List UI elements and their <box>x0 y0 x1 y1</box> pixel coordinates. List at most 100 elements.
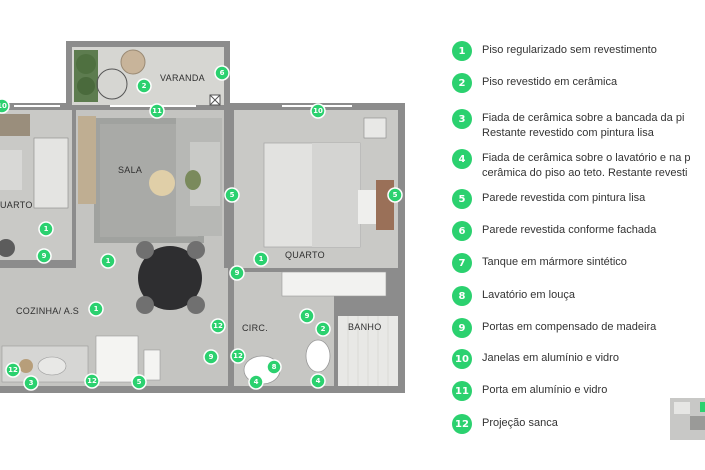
marker-lav-8: 8 <box>266 359 282 375</box>
marker-lav-4: 4 <box>248 374 264 390</box>
label-circ: CIRC. <box>242 323 268 333</box>
svg-text:4: 4 <box>254 378 259 386</box>
svg-text:1: 1 <box>259 255 264 263</box>
legend-item: 4 Fiada de cerâmica sobre o lavatório e n… <box>452 149 691 181</box>
legend-text: Fiada de cerâmica sobre o lavatório e na… <box>482 151 691 181</box>
svg-text:10: 10 <box>313 107 323 115</box>
legend-text-line: Restante revestido com pintura lisa <box>482 127 654 139</box>
legend-text-line: Tanque em mármore sintético <box>482 256 627 268</box>
marker-cozinha-12b: 12 <box>84 373 100 389</box>
label-quarto-left: UARTO <box>0 200 33 210</box>
label-sala: SALA <box>118 165 142 175</box>
marker-sala-5: 5 <box>224 187 240 203</box>
marker-banho-2: 2 <box>315 321 331 337</box>
legend-number-badge: 1 <box>452 41 472 61</box>
legend-text-line: Piso regularizado sem revestimento <box>482 44 657 56</box>
marker-quarto-left-9: 9 <box>36 248 52 264</box>
legend-number-badge: 11 <box>452 381 472 401</box>
legend-item: 11 Porta em alumínio e vidro <box>452 381 607 401</box>
svg-text:6: 6 <box>220 69 225 77</box>
svg-text:12: 12 <box>213 322 223 330</box>
svg-text:5: 5 <box>137 378 142 386</box>
label-quarto: QUARTO <box>285 250 325 260</box>
svg-text:5: 5 <box>393 191 398 199</box>
legend-number-badge: 10 <box>452 349 472 369</box>
legend-text: Janelas em alumínio e vidro <box>482 351 619 366</box>
marker-door-11: 11 <box>149 103 165 119</box>
legend-number-badge: 5 <box>452 189 472 209</box>
legend-text-line: Piso revestido em cerâmica <box>482 76 618 88</box>
legend-number-badge: 12 <box>452 414 472 434</box>
quarto-furniture <box>263 117 394 297</box>
legend-number-badge: 4 <box>452 149 472 169</box>
legend-text: Piso revestido em cerâmica <box>482 75 617 90</box>
marker-varanda-6: 6 <box>214 65 230 81</box>
svg-text:5: 5 <box>230 191 235 199</box>
svg-text:1: 1 <box>94 305 99 313</box>
legend-item: 7 Tanque em mármore sintético <box>452 253 627 273</box>
svg-text:1: 1 <box>44 225 49 233</box>
legend-item: 9 Portas em compensado de madeira <box>452 318 656 338</box>
label-varanda: VARANDA <box>160 73 205 83</box>
legend-number-badge: 7 <box>452 253 472 273</box>
svg-text:12: 12 <box>8 366 18 374</box>
marker-window-10: 10 <box>310 103 326 119</box>
label-cozinha: COZINHA/ A.S <box>16 306 79 316</box>
quarto-left-furniture <box>0 114 69 257</box>
svg-text:12: 12 <box>233 352 243 360</box>
svg-text:8: 8 <box>272 363 277 371</box>
legend-item: 3 Fiada de cerâmica sobre a bancada da pi… <box>452 109 684 141</box>
legend-item: 12 Projeção sanca <box>452 414 558 434</box>
legend-text: Piso regularizado sem revestimento <box>482 43 657 58</box>
svg-text:4: 4 <box>316 377 321 385</box>
svg-text:1: 1 <box>106 257 111 265</box>
legend-text: Parede revestida conforme fachada <box>482 223 656 238</box>
svg-text:9: 9 <box>235 269 240 277</box>
marker-cozinha-3: 3 <box>23 375 39 391</box>
marker-sala-9: 9 <box>229 265 245 281</box>
legend-text: Projeção sanca <box>482 416 558 431</box>
varanda-furniture <box>74 49 221 106</box>
legend-text: Tanque em mármore sintético <box>482 255 627 270</box>
legend-item: 1 Piso regularizado sem revestimento <box>452 41 657 61</box>
svg-text:3: 3 <box>29 379 34 387</box>
svg-text:2: 2 <box>142 82 147 90</box>
legend-text-line: Lavatório em louça <box>482 289 575 301</box>
marker-window-10-left: 10 <box>0 98 10 114</box>
legend-number-badge: 8 <box>452 286 472 306</box>
marker-circ-9: 9 <box>203 349 219 365</box>
legend-text-line: Parede revestida com pintura lisa <box>482 192 646 204</box>
legend-number-badge: 9 <box>452 318 472 338</box>
legend-text-line: Parede revestida conforme fachada <box>482 224 657 236</box>
marker-quarto-left-1: 1 <box>38 221 54 237</box>
legend-text-line: Janelas em alumínio e vidro <box>482 352 619 364</box>
legend-number-badge: 3 <box>452 109 472 129</box>
legend-item: 8 Lavatório em louça <box>452 286 575 306</box>
marker-sala-1: 1 <box>100 253 116 269</box>
marker-cozinha-5: 5 <box>131 374 147 390</box>
svg-text:9: 9 <box>305 312 310 320</box>
marker-quarto-1: 1 <box>253 251 269 267</box>
legend-text: Parede revestida com pintura lisa <box>482 191 645 206</box>
svg-text:10: 10 <box>0 102 7 110</box>
legend-text: Porta em alumínio e vidro <box>482 383 607 398</box>
legend-item: 10 Janelas em alumínio e vidro <box>452 349 619 369</box>
legend-text: Portas em compensado de madeira <box>482 320 656 335</box>
svg-text:12: 12 <box>87 377 97 385</box>
legend-text-line: Portas em compensado de madeira <box>482 321 657 333</box>
marker-cozinha-1: 1 <box>88 301 104 317</box>
legend-text-line: Fiada de cerâmica sobre o lavatório e na… <box>482 152 691 164</box>
mini-key-plan <box>670 398 705 440</box>
legend-item: 5 Parede revestida com pintura lisa <box>452 189 645 209</box>
svg-text:9: 9 <box>42 252 47 260</box>
label-banho: BANHO <box>348 322 382 332</box>
legend-text-line: cerâmica do piso ao teto. Restante reves… <box>482 167 688 179</box>
marker-varanda-2: 2 <box>136 78 152 94</box>
marker-quarto-5: 5 <box>387 187 403 203</box>
svg-text:2: 2 <box>321 325 326 333</box>
floor-plan: VARANDA SALA UARTO QUARTO COZINHA/ A.S C… <box>0 41 405 393</box>
